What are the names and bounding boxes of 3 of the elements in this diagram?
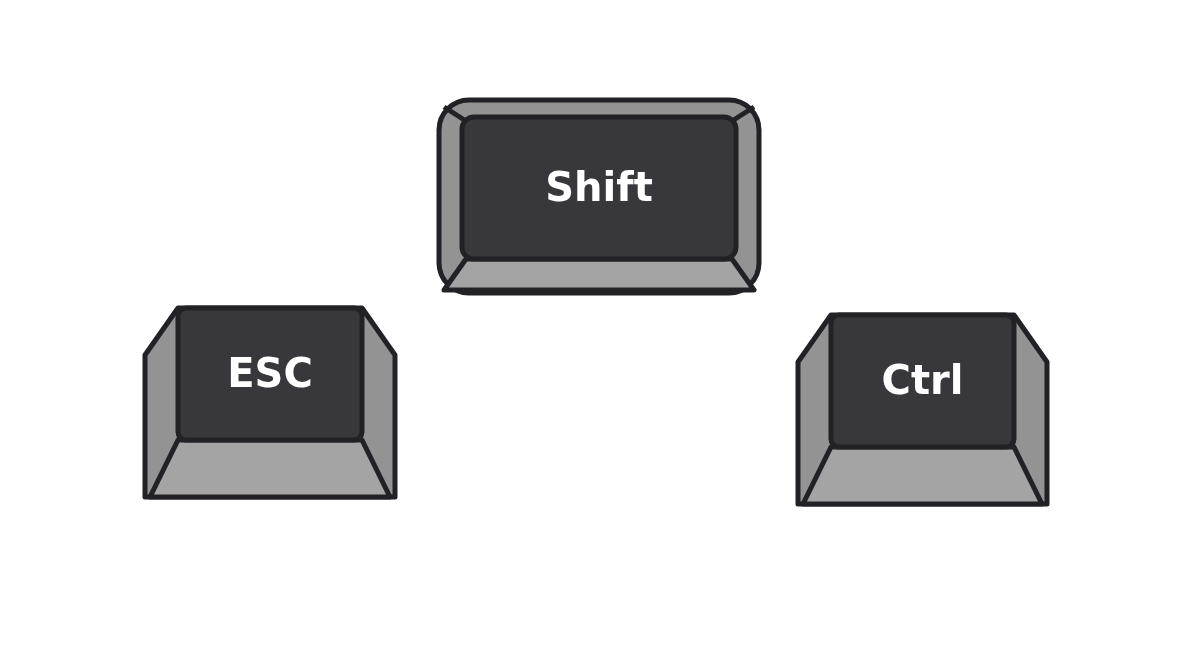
key-label: Ctrl — [881, 360, 964, 400]
key-label: ESC — [227, 353, 313, 393]
key-label: Shift — [545, 167, 653, 207]
